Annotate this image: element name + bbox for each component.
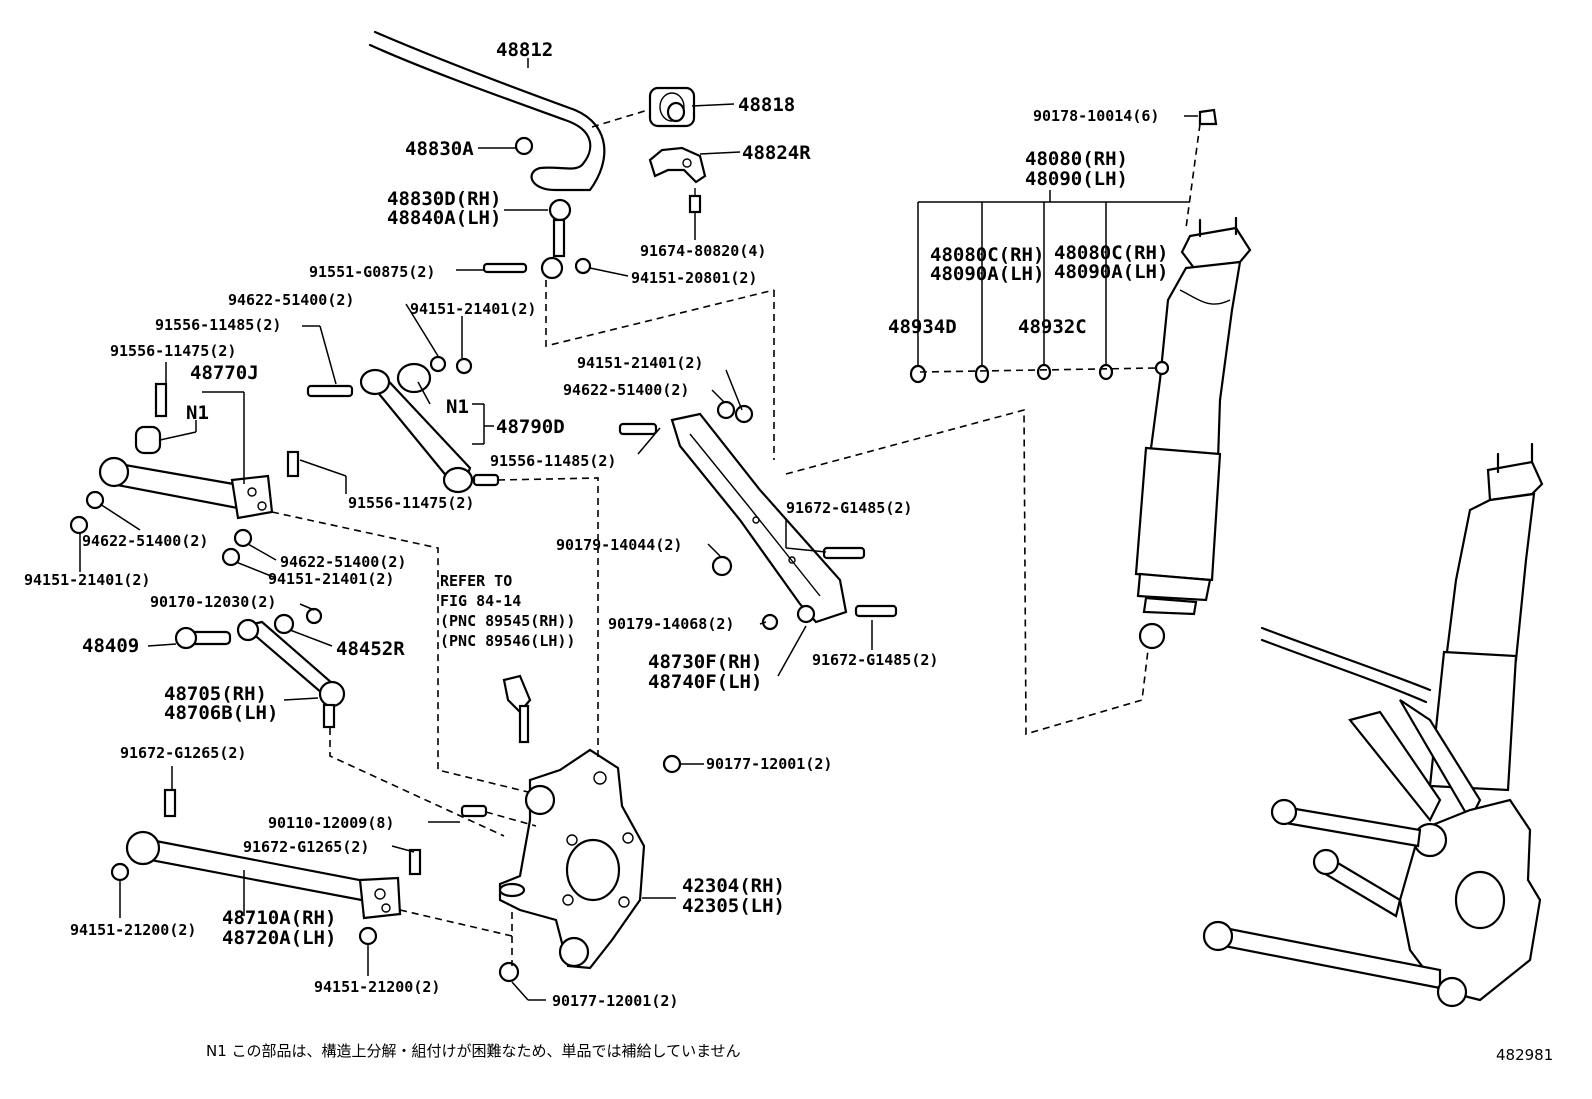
label-refer-fig: FIG 84-14 — [440, 592, 521, 610]
label-90177-12001-a: 90177-12001(2) — [706, 755, 832, 773]
footnote-n1: N1 この部品は、構造上分解・組付けが困難なため、単品では補給していません — [206, 1042, 741, 1060]
label-48710a: 48710A(RH) — [222, 907, 336, 929]
label-91674-80820: 91674-80820(4) — [640, 242, 766, 260]
label-48705: 48705(RH) — [164, 683, 267, 705]
label-91672-g1265-a: 91672-G1265(2) — [120, 744, 246, 762]
label-94151-21401-b: 94151-21401(2) — [24, 571, 150, 589]
label-91556-11485-a: 91556-11485(2) — [155, 316, 281, 334]
part-labels: 48812 48818 48830A 48824R 48830D(RH) 488… — [24, 39, 1168, 1010]
label-90170-12030: 90170-12030(2) — [150, 593, 276, 611]
bracket-bolt — [688, 188, 702, 214]
label-94622-51400-a: 94622-51400(2) — [228, 291, 354, 309]
toe-link-48705 — [174, 607, 346, 729]
label-48730f: 48730F(RH) — [648, 651, 762, 673]
nut-48830a — [514, 136, 534, 156]
label-48830a: 48830A — [405, 138, 474, 160]
label-91672-g1485-a: 91672-G1485(2) — [786, 499, 912, 517]
label-90110-12009: 90110-12009(8) — [268, 814, 394, 832]
label-48090: 48090(LH) — [1025, 168, 1128, 190]
shock-absorber — [1134, 108, 1252, 650]
label-48090a-a: 48090A(LH) — [930, 263, 1044, 285]
stabilizer-bushing — [648, 86, 696, 128]
label-48090a-b: 48090A(LH) — [1054, 261, 1168, 283]
knuckle-42304 — [460, 748, 682, 983]
label-48720a: 48720A(LH) — [222, 927, 336, 949]
label-90179-14068: 90179-14068(2) — [608, 615, 734, 633]
label-94622-51400-d: 94622-51400(2) — [563, 381, 689, 399]
label-91551-g0875: 91551-G0875(2) — [309, 263, 435, 281]
label-48080c-a: 48080C(RH) — [930, 244, 1044, 266]
label-91672-g1265-b: 91672-G1265(2) — [243, 838, 369, 856]
label-48770j: 48770J — [190, 362, 259, 384]
label-n1-a: N1 — [186, 402, 209, 424]
label-48934d: 48934D — [888, 316, 957, 338]
label-48932c: 48932C — [1018, 316, 1087, 338]
dashed-guides — [271, 109, 1201, 966]
label-48740f: 48740F(LH) — [648, 671, 762, 693]
figure-id: 482981 — [1496, 1046, 1553, 1064]
label-48818: 48818 — [738, 94, 795, 116]
label-refer-to: REFER TO — [440, 572, 512, 590]
label-48790d: 48790D — [496, 416, 565, 438]
label-48080c-b: 48080C(RH) — [1054, 242, 1168, 264]
stabilizer-link — [482, 198, 592, 280]
stabilizer-bar — [368, 30, 606, 192]
label-48830d: 48830D(RH) — [387, 188, 501, 210]
label-94622-51400-b: 94622-51400(2) — [82, 532, 208, 550]
label-94151-21200-b: 94151-21200(2) — [314, 978, 440, 996]
assembled-view — [1202, 442, 1544, 1008]
label-42305: 42305(LH) — [682, 895, 785, 917]
label-91556-11475-a: 91556-11475(2) — [110, 342, 236, 360]
arm-48730f — [618, 400, 898, 631]
label-90177-12001-b: 90177-12001(2) — [552, 992, 678, 1010]
label-91672-g1485-b: 91672-G1485(2) — [812, 651, 938, 669]
lower-arm-48710a — [110, 788, 422, 946]
label-94622-51400-c: 94622-51400(2) — [280, 553, 406, 571]
label-48840a: 48840A(LH) — [387, 207, 501, 229]
speed-sensor — [502, 674, 532, 744]
label-48409: 48409 — [82, 635, 139, 657]
label-48080: 48080(RH) — [1025, 148, 1128, 170]
label-94151-21200-a: 94151-21200(2) — [70, 921, 196, 939]
label-94151-21401-c: 94151-21401(2) — [268, 570, 394, 588]
label-42304: 42304(RH) — [682, 875, 785, 897]
label-n1-b: N1 — [446, 396, 469, 418]
label-48812: 48812 — [496, 39, 553, 61]
label-refer-pnc-lh: (PNC 89546(LH)) — [440, 632, 575, 650]
shock-hardware-row — [909, 363, 1114, 384]
label-94151-20801: 94151-20801(2) — [631, 269, 757, 287]
label-90178-10014: 90178-10014(6) — [1033, 107, 1159, 125]
upper-arm-48790d — [306, 355, 500, 494]
label-90179-14044: 90179-14044(2) — [556, 536, 682, 554]
label-refer-pnc-rh: (PNC 89545(RH)) — [440, 612, 575, 630]
label-94151-21401-d: 94151-21401(2) — [577, 354, 703, 372]
leader-lines — [79, 58, 1198, 1001]
label-48706b: 48706B(LH) — [164, 702, 278, 724]
bushing-bracket — [648, 146, 707, 184]
label-91556-11485-b: 91556-11485(2) — [490, 452, 616, 470]
label-91556-11475-b: 91556-11475(2) — [348, 494, 474, 512]
label-48824r: 48824R — [742, 142, 811, 164]
arm-48770j — [69, 382, 300, 567]
label-48452r: 48452R — [336, 638, 405, 660]
label-94151-21401-a: 94151-21401(2) — [410, 300, 536, 318]
